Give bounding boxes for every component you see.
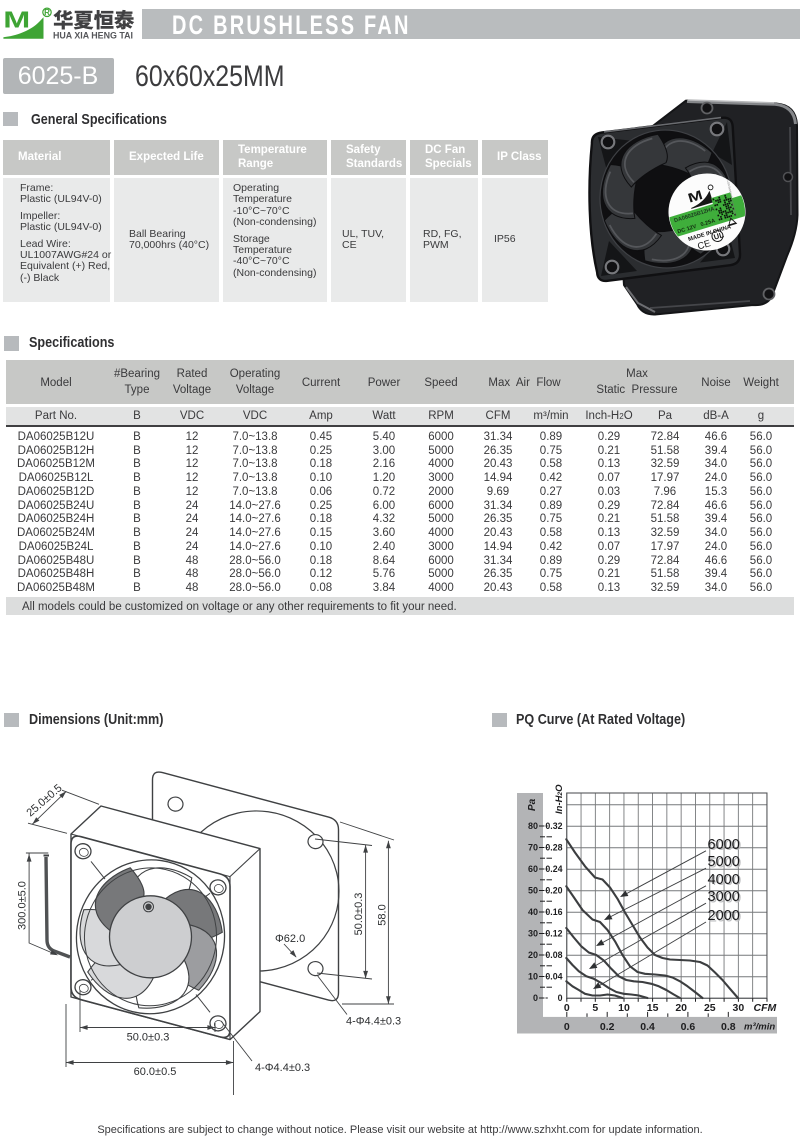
svg-text:50: 50: [528, 886, 538, 896]
svg-text:80: 80: [528, 821, 538, 831]
svg-text:UL: UL: [713, 230, 726, 242]
svg-text:15: 15: [647, 1002, 659, 1014]
svg-text:4000: 4000: [709, 873, 741, 889]
svg-text:0.16: 0.16: [545, 907, 562, 917]
svg-text:60: 60: [528, 864, 538, 874]
svg-text:M: M: [3, 7, 30, 32]
svg-text:25: 25: [704, 1002, 716, 1014]
svg-text:300.0±5.0: 300.0±5.0: [17, 881, 29, 930]
svg-text:0: 0: [533, 993, 538, 1003]
svg-text:5: 5: [592, 1002, 598, 1014]
svg-text:4000: 4000: [708, 872, 740, 888]
svg-text:0.32: 0.32: [545, 821, 562, 831]
svg-text:10: 10: [618, 1002, 630, 1014]
svg-text:In-H2O: In-H2O: [554, 784, 565, 814]
svg-text:R: R: [44, 8, 50, 17]
svg-text:50.0±0.3: 50.0±0.3: [353, 893, 365, 936]
svg-text:HUA XIA HENG TAI: HUA XIA HENG TAI: [53, 31, 133, 41]
svg-text:30: 30: [528, 929, 538, 939]
svg-text:2000: 2000: [708, 908, 740, 924]
svg-text:0.28: 0.28: [545, 843, 562, 853]
svg-text:4-Φ4.4±0.3: 4-Φ4.4±0.3: [346, 1016, 401, 1028]
svg-text:CFM: CFM: [754, 1002, 777, 1014]
svg-text:40: 40: [528, 907, 538, 917]
svg-text:58.0: 58.0: [377, 904, 389, 925]
svg-text:0.4: 0.4: [640, 1021, 655, 1033]
svg-text:0: 0: [564, 1002, 570, 1014]
svg-text:10: 10: [528, 972, 538, 982]
svg-text:3000: 3000: [709, 891, 741, 907]
svg-text:20: 20: [528, 950, 538, 960]
svg-text:0: 0: [558, 993, 563, 1003]
svg-text:6000: 6000: [709, 838, 741, 854]
svg-text:0.04: 0.04: [545, 972, 562, 982]
svg-text:0.2: 0.2: [600, 1021, 615, 1033]
svg-text:50.0±0.3: 50.0±0.3: [127, 1032, 170, 1044]
svg-text:0.20: 0.20: [545, 886, 562, 896]
svg-text:5000: 5000: [709, 856, 741, 872]
svg-text:2000: 2000: [709, 909, 741, 925]
svg-text:Φ62.0: Φ62.0: [275, 933, 305, 945]
svg-text:0.24: 0.24: [545, 864, 562, 874]
svg-text:5000: 5000: [708, 854, 740, 870]
svg-text:60.0±0.5: 60.0±0.5: [134, 1066, 177, 1078]
svg-text:0.08: 0.08: [545, 950, 562, 960]
svg-text:0.8: 0.8: [721, 1021, 736, 1033]
svg-text:25.0±0.5: 25.0±0.5: [24, 782, 64, 819]
svg-text:m³/min: m³/min: [744, 1021, 775, 1032]
svg-text:0.6: 0.6: [681, 1021, 696, 1033]
svg-text:CE: CE: [696, 238, 712, 252]
svg-text:Pa: Pa: [527, 798, 538, 811]
svg-text:30: 30: [733, 1002, 745, 1014]
svg-text:0: 0: [564, 1021, 570, 1033]
svg-text:70: 70: [528, 843, 538, 853]
svg-text:0.12: 0.12: [545, 929, 562, 939]
svg-text:M: M: [686, 188, 704, 206]
svg-text:6000: 6000: [708, 837, 740, 853]
svg-text:20: 20: [675, 1002, 687, 1014]
svg-text:4-Φ4.4±0.3: 4-Φ4.4±0.3: [255, 1062, 310, 1074]
svg-text:3000: 3000: [708, 889, 740, 905]
